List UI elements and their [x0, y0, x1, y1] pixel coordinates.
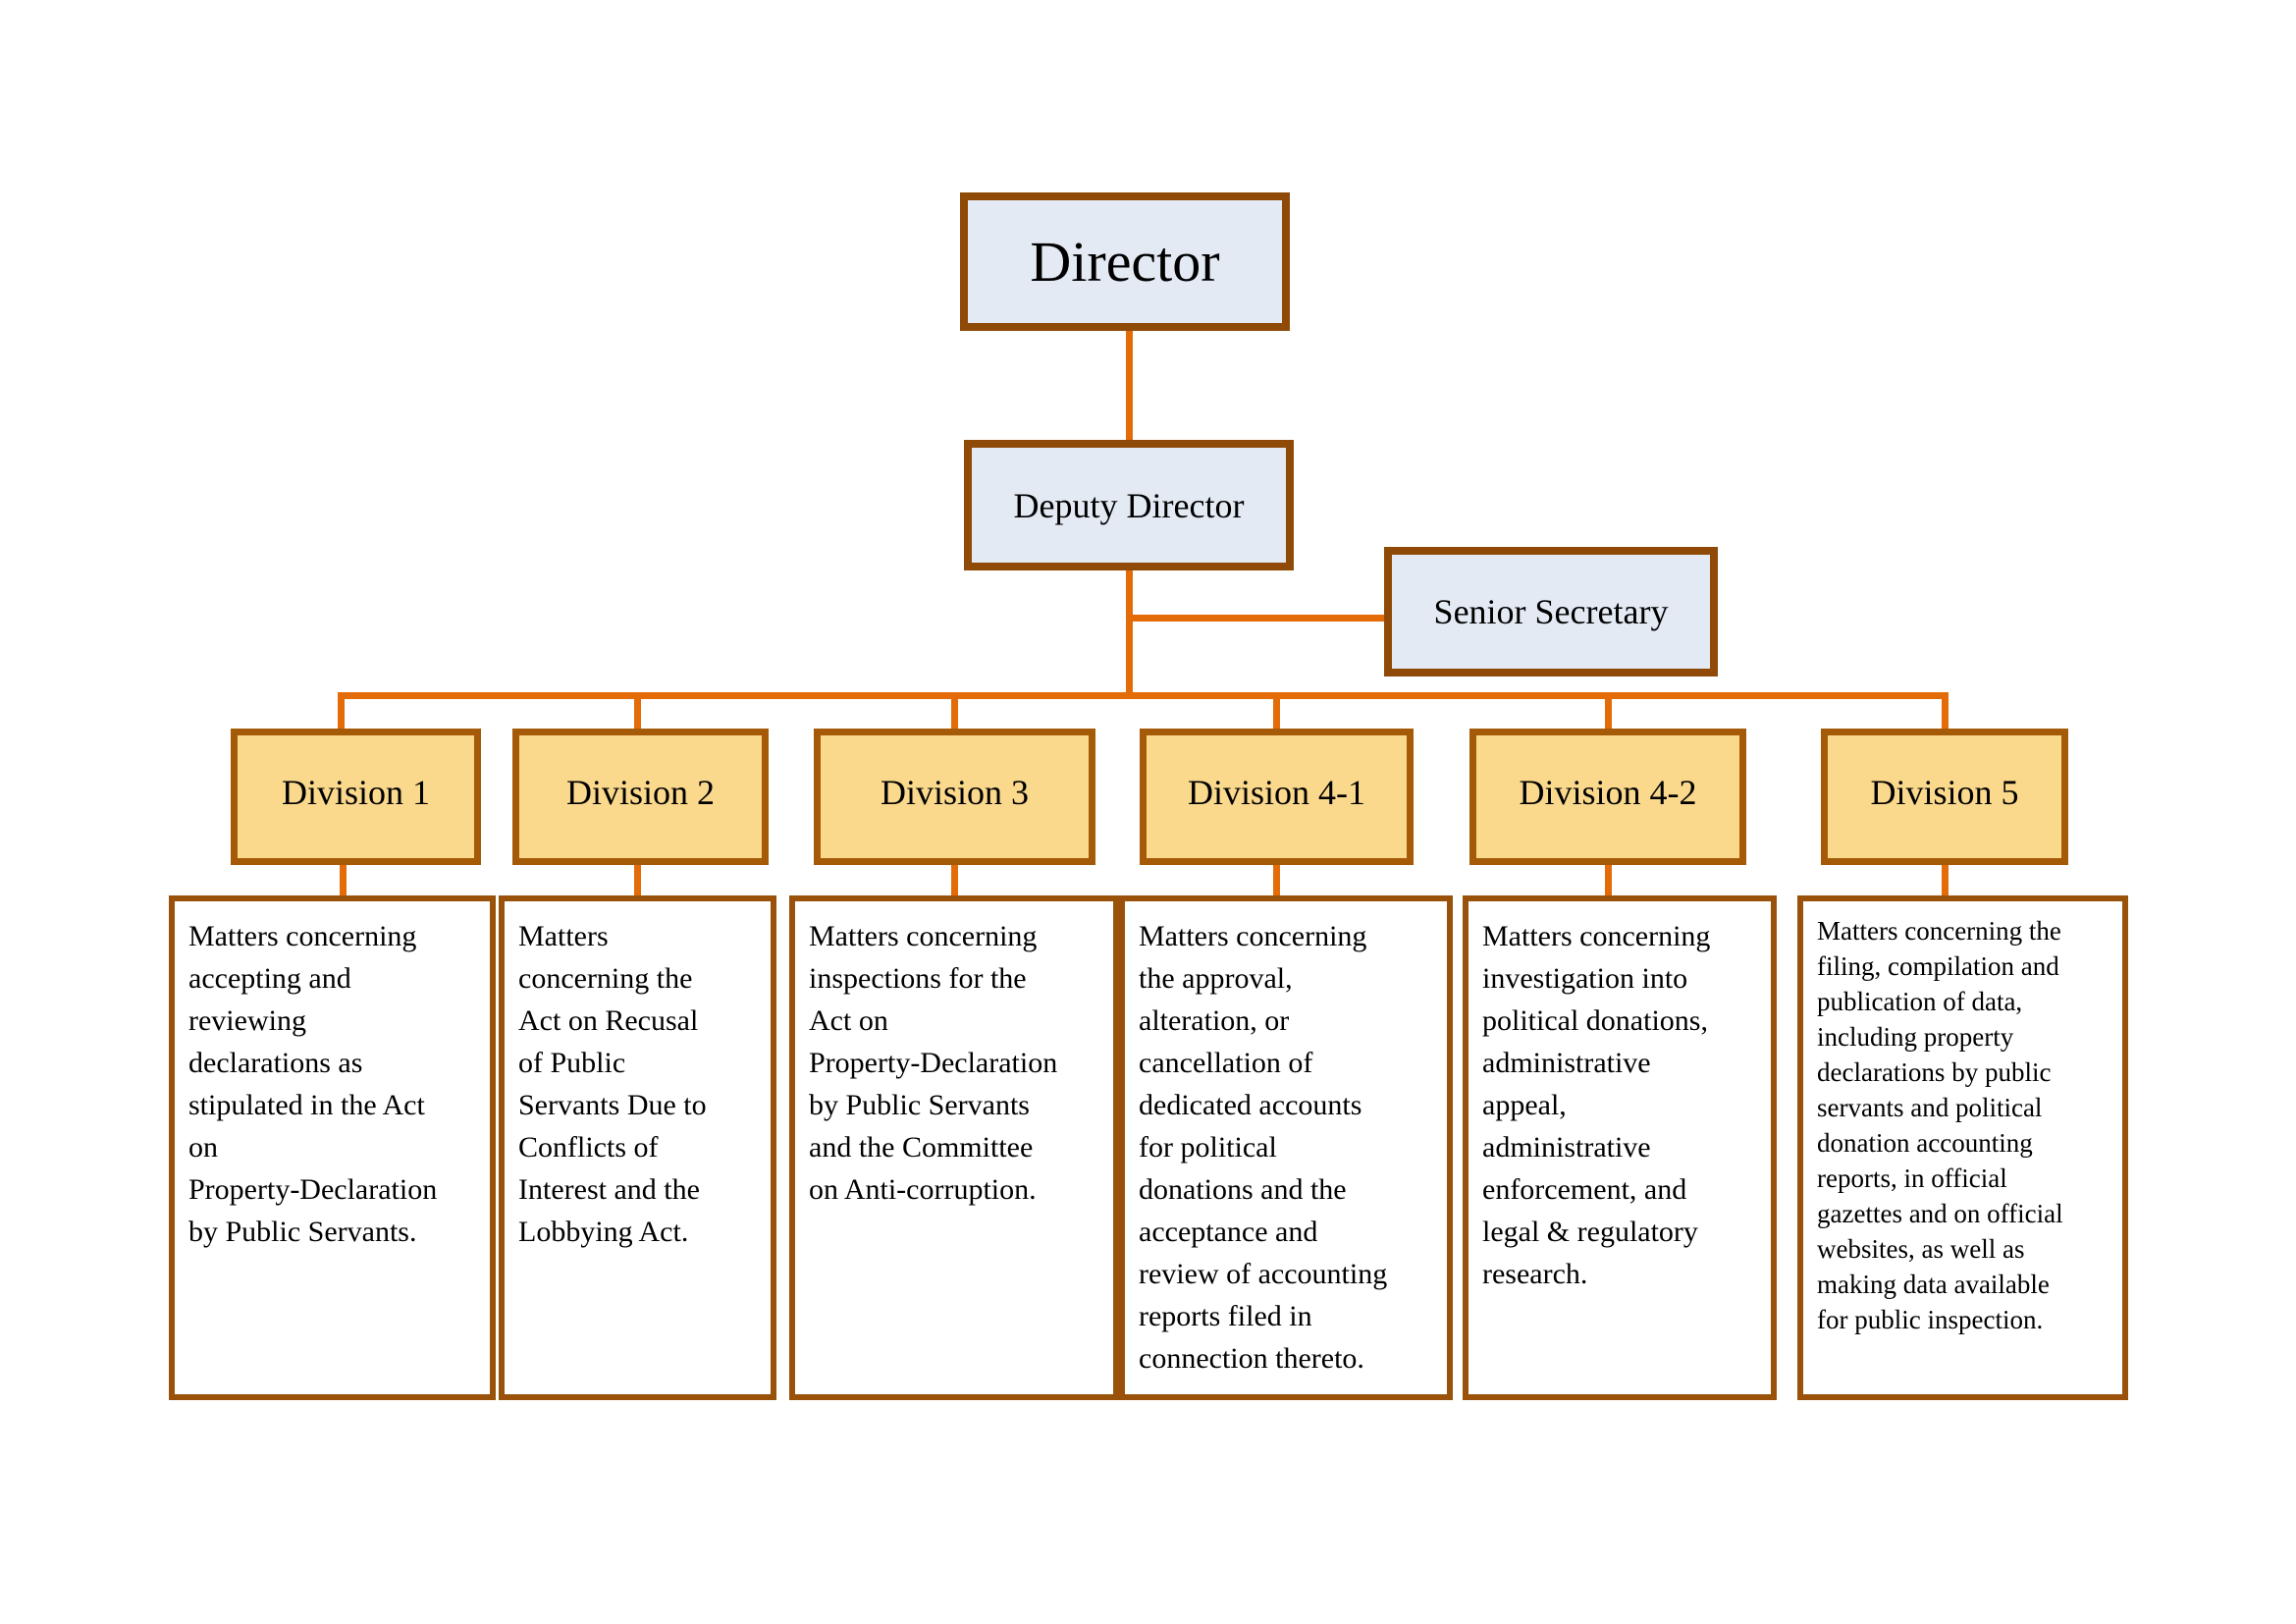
connector-division-5-description: [1942, 862, 1949, 899]
deputy-director-box: Deputy Director: [964, 440, 1294, 570]
division-4-2-label: Division 4-2: [1519, 772, 1697, 812]
connector-bus-division-5: [1942, 692, 1949, 733]
division-5-box: Division 5: [1821, 729, 2068, 865]
connector-division-4-2-description: [1605, 862, 1612, 899]
connector-deputy-bus: [1126, 568, 1133, 699]
division-4-1-description-box: Matters concerning the approval, alterat…: [1119, 895, 1453, 1400]
connector-bus-division-2: [634, 692, 641, 733]
division-5-description-box: Matters concerning the filing, compilati…: [1797, 895, 2128, 1400]
connector-bus-horizontal: [338, 692, 1949, 699]
division-1-label: Division 1: [281, 772, 430, 812]
director-box: Director: [960, 192, 1290, 331]
division-1-description-box: Matters concerning accepting and reviewi…: [169, 895, 496, 1400]
connector-division-4-1-description: [1273, 862, 1280, 899]
division-3-label: Division 3: [880, 772, 1029, 812]
division-3-box: Division 3: [814, 729, 1095, 865]
connector-bus-division-4-1: [1273, 692, 1280, 733]
division-4-1-label: Division 4-1: [1187, 772, 1365, 812]
connector-bus-division-1: [338, 692, 345, 733]
senior-secretary-box: Senior Secretary: [1384, 547, 1718, 677]
division-4-1-box: Division 4-1: [1140, 729, 1414, 865]
senior-secretary-label: Senior Secretary: [1433, 592, 1669, 631]
division-2-box: Division 2: [512, 729, 769, 865]
division-1-box: Division 1: [231, 729, 481, 865]
division-2-label: Division 2: [565, 772, 715, 812]
deputy-director-label: Deputy Director: [1013, 485, 1245, 525]
director-label: Director: [1030, 230, 1220, 294]
division-4-2-box: Division 4-2: [1469, 729, 1746, 865]
connector-deputy-senior-secretary: [1126, 615, 1387, 622]
connector-director-deputy: [1126, 327, 1133, 445]
division-4-2-description-box: Matters concerning investigation into po…: [1463, 895, 1777, 1400]
division-3-description-box: Matters concerning inspections for the A…: [789, 895, 1119, 1400]
division-5-label: Division 5: [1870, 772, 2019, 812]
connector-bus-division-4-2: [1605, 692, 1612, 733]
connector-division-1-description: [340, 862, 347, 899]
division-2-description-box: Matters concerning the Act on Recusal of…: [499, 895, 776, 1400]
connector-division-3-description: [951, 862, 958, 899]
connector-division-2-description: [634, 862, 641, 899]
connector-bus-division-3: [951, 692, 958, 733]
